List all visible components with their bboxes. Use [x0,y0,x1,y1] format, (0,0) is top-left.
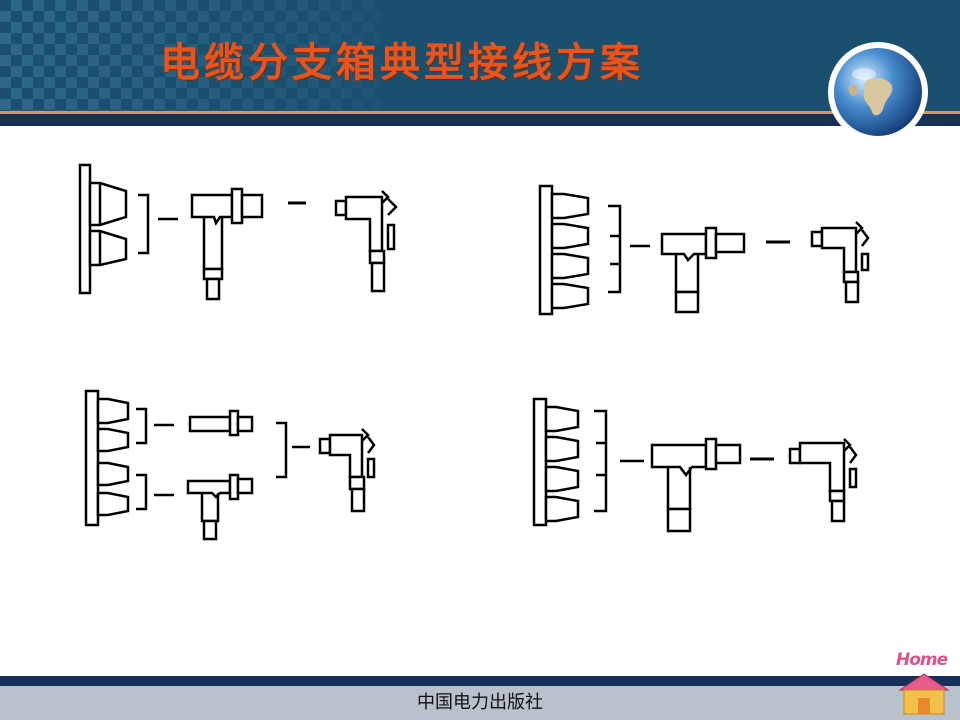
scheme-diagram-1 [70,155,410,305]
header-divider [0,111,960,114]
home-label: Home [896,650,948,670]
publisher-label: 中国电力出版社 [417,692,543,713]
slide-footer [0,686,960,720]
house-icon [898,673,950,715]
globe-icon [828,42,928,142]
home-button[interactable]: Home [890,650,958,716]
header-band [0,114,960,126]
scheme-diagram-3 [80,385,400,545]
slide-title: 电缆分支箱典型接线方案 [160,39,644,86]
scheme-diagram-4 [528,395,868,540]
slide-header [0,0,960,112]
scheme-diagram-2 [530,180,890,320]
footer-band [0,676,960,686]
